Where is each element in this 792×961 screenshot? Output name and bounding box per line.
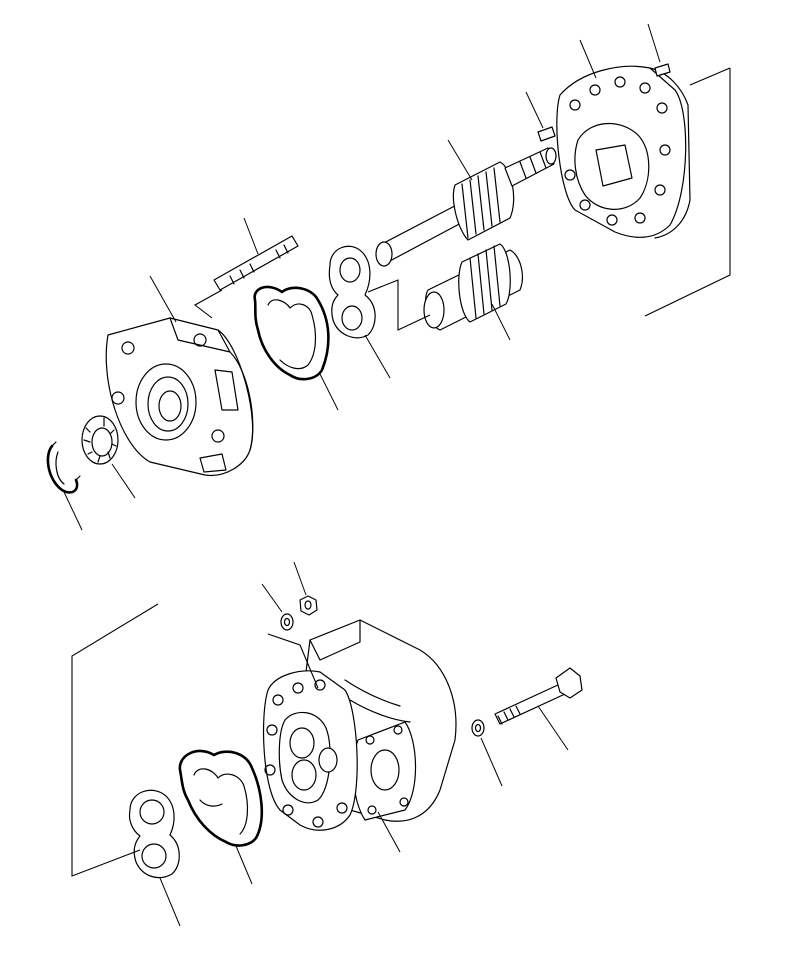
bracket-gears <box>367 279 431 331</box>
leader-nut-top <box>293 561 307 596</box>
wear-plate-lower <box>128 789 180 879</box>
driven-gear <box>423 243 523 331</box>
oil-seal <box>81 415 119 465</box>
leader-oil-seal <box>111 463 136 499</box>
leader-dowel-pin-mid <box>525 91 544 129</box>
wear-plate-upper <box>328 245 376 339</box>
drive-gear-shaft <box>375 147 557 267</box>
leader-rear-plate <box>579 39 597 79</box>
leader-washer-top <box>261 583 283 613</box>
rear-plate <box>556 65 691 239</box>
through-bolt <box>494 667 583 725</box>
leader-washer-right <box>480 737 503 787</box>
nut-top <box>299 595 318 616</box>
leader-wear-plate-upper <box>364 334 391 379</box>
leader-drive-gear-shaft <box>447 139 473 181</box>
leader-snap-ring <box>63 491 83 531</box>
leader-driven-gear <box>491 303 511 341</box>
leader-pump-body <box>377 811 401 853</box>
leader-wear-plate-lower <box>159 877 181 927</box>
bracket-bolt <box>193 289 223 319</box>
dowel-pin-top <box>654 63 671 77</box>
leader-stud-bolt-upper <box>243 217 259 255</box>
snap-ring <box>46 441 81 494</box>
stud-bolt-upper <box>213 235 299 291</box>
bracket-lower-left <box>71 603 159 877</box>
seal-gasket-upper <box>253 285 330 381</box>
leader-seal-gasket-lower <box>235 845 253 885</box>
dowel-pin-mid <box>537 126 556 142</box>
leader-front-cover <box>149 275 177 323</box>
washer-top <box>280 613 294 631</box>
leader-through-bolt <box>537 705 569 751</box>
leader-dowel-pin-top <box>647 23 661 63</box>
front-cover <box>105 317 254 477</box>
bracket-upper-right <box>644 68 731 317</box>
bracket-upper-tie <box>689 67 731 86</box>
leader-seal-gasket-upper <box>319 373 339 411</box>
washer-right <box>471 719 485 737</box>
bracket-nut <box>267 633 319 689</box>
seal-gasket-lower <box>178 749 264 847</box>
pump-body-face <box>262 670 358 831</box>
